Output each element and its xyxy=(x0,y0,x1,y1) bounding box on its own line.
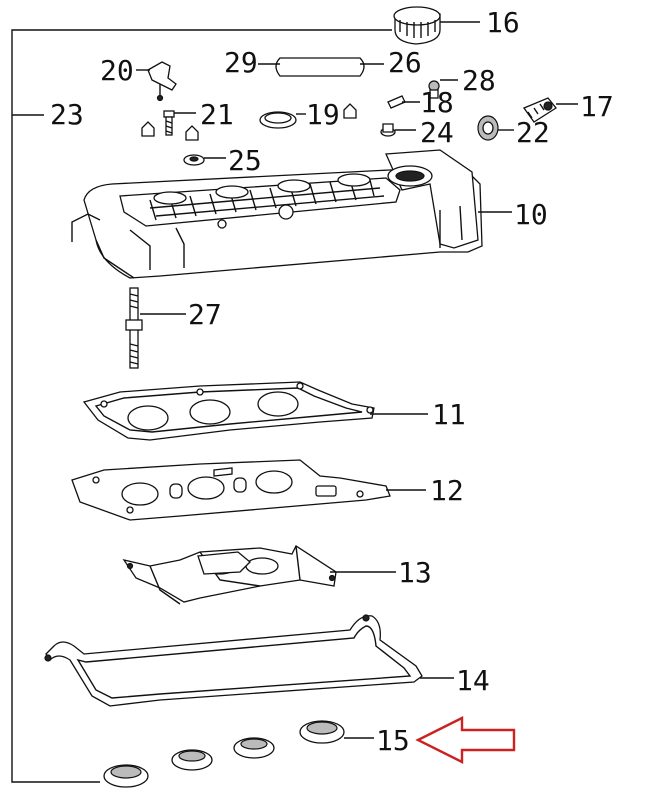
callout-10: 10 xyxy=(514,198,548,231)
nut xyxy=(141,121,155,137)
washer xyxy=(183,154,205,166)
callout-16: 16 xyxy=(486,6,520,39)
seal xyxy=(233,737,275,759)
callout-14: 14 xyxy=(456,664,490,697)
cover-gasket xyxy=(82,381,375,441)
baffle-plate xyxy=(122,545,337,605)
callout-21: 21 xyxy=(200,98,234,131)
seal xyxy=(103,764,149,788)
callout-17: 17 xyxy=(580,90,614,123)
bracket xyxy=(147,61,177,102)
nut xyxy=(185,125,199,141)
valve-cover xyxy=(71,149,483,279)
callout-18: 18 xyxy=(420,86,454,119)
callout-19: 19 xyxy=(306,98,340,131)
nut xyxy=(343,103,357,119)
callout-27: 27 xyxy=(188,298,222,331)
callout-26: 26 xyxy=(388,46,422,79)
seal xyxy=(171,749,213,771)
highlight-arrow xyxy=(415,716,516,764)
washer-nut xyxy=(380,123,396,137)
seal xyxy=(299,720,345,744)
rubber-gasket xyxy=(44,614,423,707)
callout-22: 22 xyxy=(516,116,550,149)
sensor xyxy=(522,97,557,123)
callout-11: 11 xyxy=(432,398,466,431)
plug xyxy=(428,80,440,99)
callout-29: 29 xyxy=(224,46,258,79)
bolt xyxy=(163,110,175,136)
callout-12: 12 xyxy=(430,474,464,507)
callout-25: 25 xyxy=(228,144,262,177)
pcv-hose xyxy=(275,57,365,77)
callout-24: 24 xyxy=(420,116,454,149)
group-23-bracket xyxy=(11,29,392,783)
seal-ring xyxy=(259,111,297,129)
grommet xyxy=(477,115,499,141)
oil-filler-cap xyxy=(393,6,441,45)
plate-gasket xyxy=(71,459,391,521)
callout-15: 15 xyxy=(376,724,410,757)
callout-28: 28 xyxy=(462,64,496,97)
stud-bolt xyxy=(125,287,143,369)
callout-23: 23 xyxy=(50,98,84,131)
callout-20: 20 xyxy=(100,54,134,87)
callout-13: 13 xyxy=(398,556,432,589)
